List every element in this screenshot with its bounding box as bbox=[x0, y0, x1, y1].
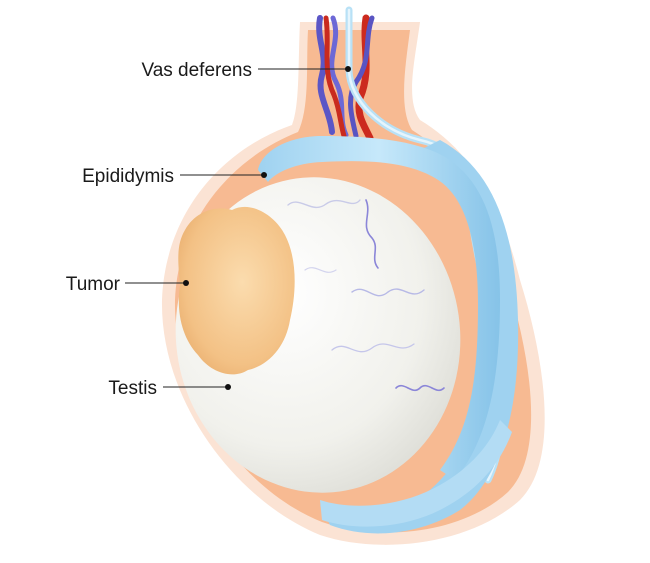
epididymis-dot bbox=[261, 172, 267, 178]
label-testis: Testis bbox=[108, 378, 157, 399]
tumor-dot bbox=[183, 280, 189, 286]
vas-deferens-dot bbox=[345, 66, 351, 72]
epididymis-head bbox=[258, 136, 500, 480]
artery-left bbox=[323, 15, 347, 139]
tumor-mass bbox=[178, 206, 295, 375]
seminiferous-tubules bbox=[287, 199, 445, 392]
testis-dot bbox=[225, 384, 231, 390]
label-tumor: Tumor bbox=[66, 274, 121, 295]
label-vas-deferens: Vas deferens bbox=[141, 60, 252, 81]
vein-left bbox=[316, 15, 335, 135]
epididymis-lower bbox=[320, 420, 512, 527]
vein-right bbox=[348, 15, 375, 139]
label-epididymis: Epididymis bbox=[82, 166, 174, 187]
